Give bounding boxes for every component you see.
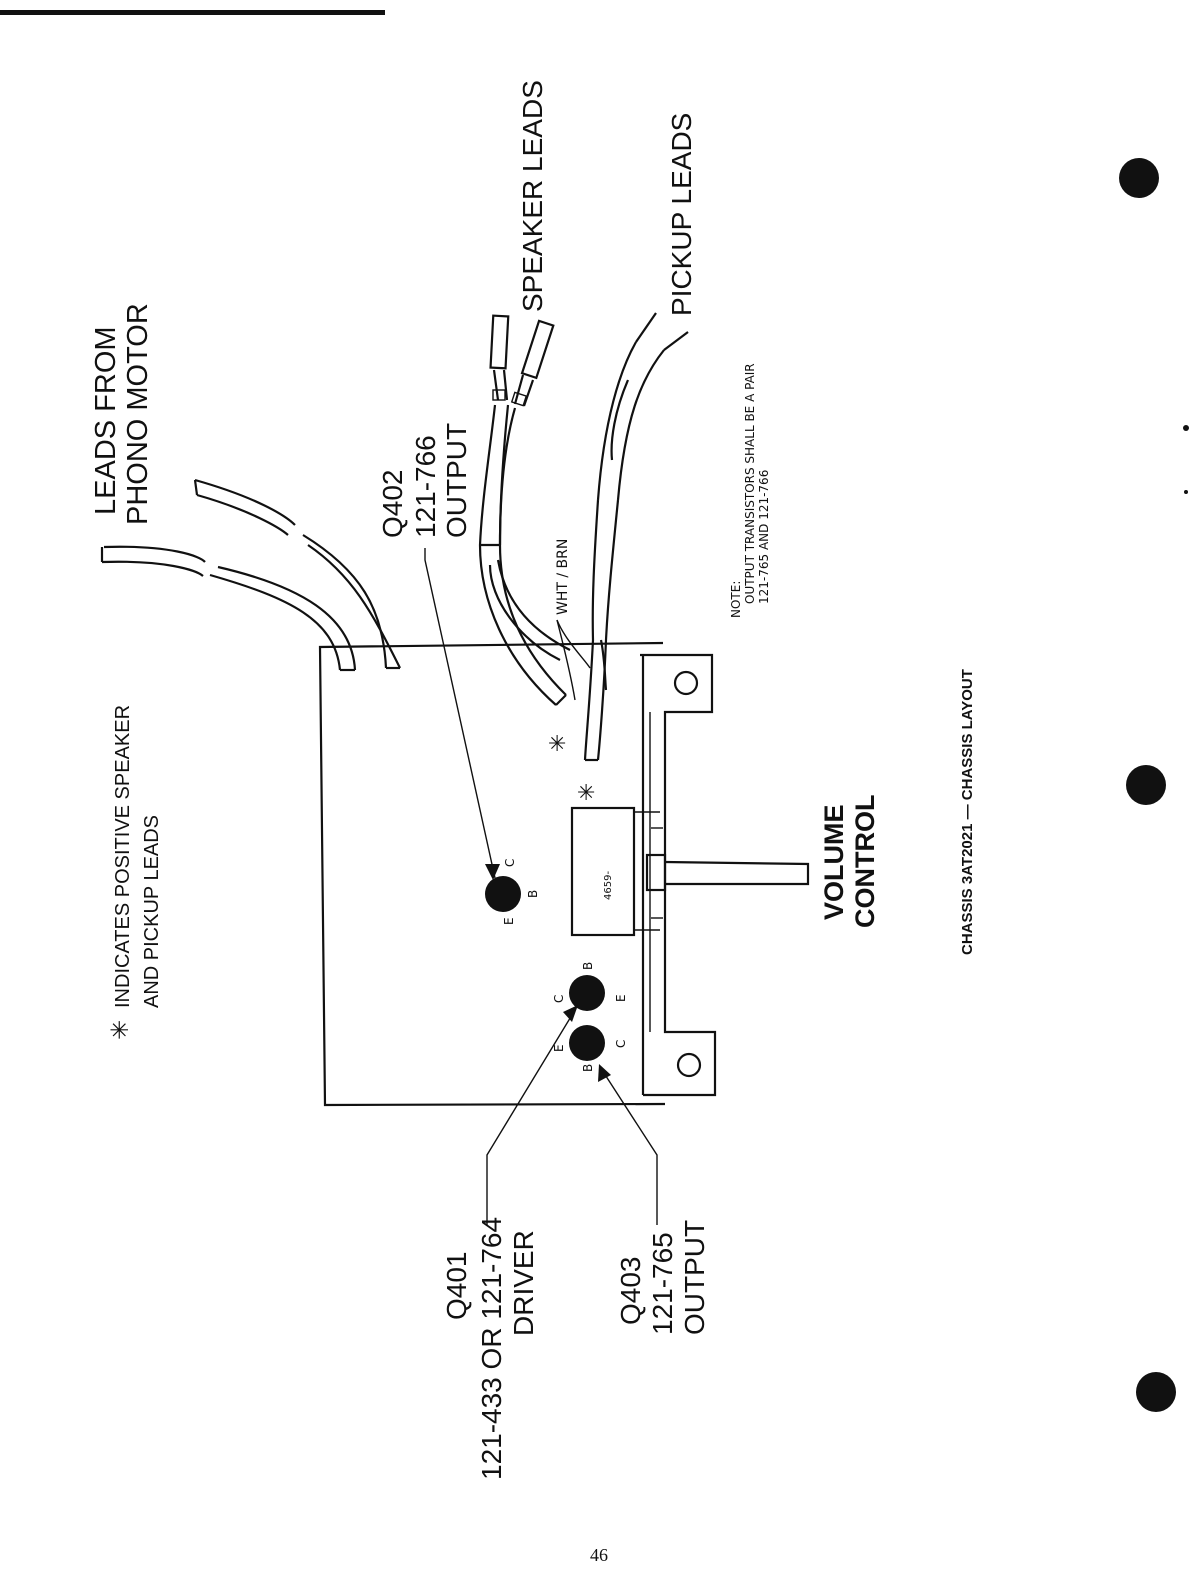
q403-pin-b: B [581, 1064, 595, 1072]
phono-motor-leads [100, 478, 401, 672]
label-q403-role: OUTPUT [679, 1220, 710, 1335]
top-rule [0, 10, 385, 15]
label-speaker-leads: SPEAKER LEADS [517, 80, 548, 312]
wht-brn-leader [556, 619, 576, 701]
note-line-2: 121-765 AND 121-766 [757, 470, 771, 604]
label-q402-id: Q402 [377, 470, 408, 539]
mounting-hole-top [673, 670, 699, 696]
q402-pin-e: E [502, 917, 516, 925]
page-number: 46 [590, 1545, 608, 1565]
label-q402-part: 121-766 [410, 435, 441, 538]
legend-star: ✳ [106, 1020, 134, 1040]
q401-pin-b: B [581, 962, 595, 970]
pickup-leads [583, 312, 689, 762]
q402-leader [424, 548, 496, 879]
stray-mark [1183, 425, 1189, 431]
label-q401-role: DRIVER [508, 1230, 539, 1336]
q401-pin-g: C [552, 995, 566, 1003]
label-q401-part: 121-433 OR 121-764 [476, 1217, 507, 1480]
star-speaker-positive: ✳ [548, 732, 566, 757]
mounting-hole-bottom [676, 1052, 702, 1078]
chassis-board [318, 641, 666, 1107]
legend-line-1: INDICATES POSITIVE SPEAKER [112, 705, 134, 1008]
label-leads-from: LEADS FROM [90, 326, 122, 515]
label-q401-id: Q401 [441, 1252, 472, 1321]
stray-mark [1184, 490, 1188, 494]
q402-pin-c: C [503, 859, 517, 867]
q403-pin-e: E [552, 1044, 566, 1052]
label-volume: VOLUME [819, 804, 849, 920]
label-pickup-leads: PICKUP LEADS [666, 113, 697, 316]
star-pickup-positive: ✳ [577, 781, 595, 806]
label-wht-brn: WHT / BRN [555, 539, 571, 615]
binder-hole-top [1119, 158, 1159, 198]
legend-line-2: AND PICKUP LEADS [141, 815, 163, 1008]
transistor-q402 [485, 876, 521, 912]
q401-leader [486, 1009, 576, 1225]
transistor-q401 [569, 975, 605, 1011]
binder-hole-bottom [1136, 1372, 1176, 1412]
label-control: CONTROL [850, 795, 880, 928]
speaker-leads [478, 314, 571, 706]
binder-hole-middle [1126, 765, 1166, 805]
note-title: NOTE: [729, 581, 743, 618]
mounting-bracket [640, 653, 717, 1097]
label-phono-motor: PHONO MOTOR [122, 303, 154, 525]
figure-caption: CHASSIS 3AT2021 — CHASSIS LAYOUT [959, 669, 976, 955]
q403-pin-c: C [614, 1040, 628, 1048]
volume-control-pot [570, 806, 810, 937]
transistor-q403 [569, 1025, 605, 1061]
q401-pin-e: E [614, 994, 628, 1002]
label-q403-id: Q403 [615, 1257, 646, 1326]
q402-pin-b: B [526, 890, 540, 898]
label-q402-role: OUTPUT [441, 423, 472, 538]
q403-leader [601, 1069, 658, 1225]
label-q403-part: 121-765 [647, 1232, 678, 1335]
pot-part-number: 4659- [603, 871, 614, 900]
note-line-1: OUTPUT TRANSISTORS SHALL BE A PAIR [743, 363, 757, 604]
